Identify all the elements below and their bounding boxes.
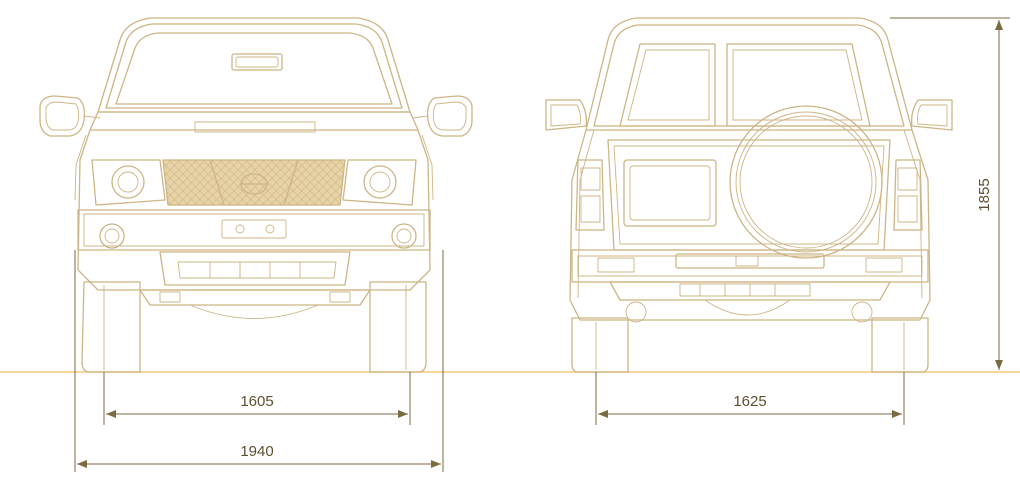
overall-width-label: 1940 [240, 443, 273, 460]
front-view [39, 17, 473, 373]
rear-right-tire [871, 317, 929, 373]
dimension-lines [74, 17, 1010, 472]
rear-view [545, 17, 953, 373]
front-track-label: 1605 [240, 393, 273, 410]
front-left-tire [81, 281, 141, 373]
spare-tire [729, 105, 883, 259]
front-right-tire [369, 281, 427, 373]
height-label: 1855 [976, 178, 993, 211]
rear-track-label: 1625 [733, 393, 766, 410]
rear-left-tire [571, 317, 629, 373]
